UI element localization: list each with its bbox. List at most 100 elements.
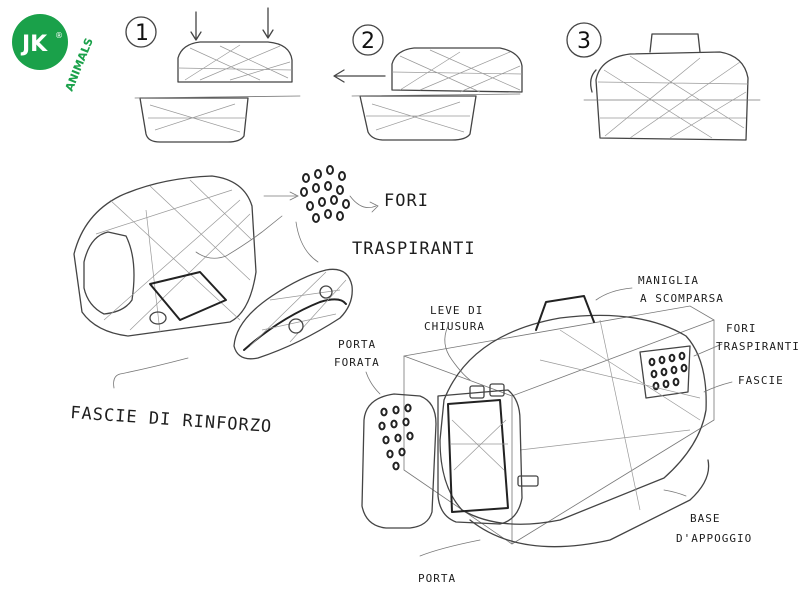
arrow-icon <box>190 11 202 41</box>
hole <box>678 351 686 361</box>
hole <box>326 165 334 175</box>
label-fascie-di-rinforzo: FASCIE DI RINFORZO <box>70 403 273 437</box>
leader-line <box>663 489 687 497</box>
label-porta: PORTA <box>418 572 456 585</box>
carrier-base <box>469 459 710 548</box>
arrow-icon <box>262 7 274 39</box>
leader-line <box>595 287 633 301</box>
strap-knob <box>319 285 333 299</box>
strap-band <box>243 298 347 351</box>
hole <box>338 171 346 181</box>
perspective-box <box>403 305 715 545</box>
step-1-circle <box>125 16 157 48</box>
hole <box>312 213 320 223</box>
hole <box>652 381 660 391</box>
hole <box>330 195 338 205</box>
reinforcement-strap-sketch <box>113 268 353 389</box>
label-fori-right-1: FORI <box>726 322 757 335</box>
hole <box>300 187 308 197</box>
label-maniglia-2: A SCOMPARSA <box>640 292 724 305</box>
door-hatch <box>450 419 508 471</box>
leader-line <box>113 357 189 389</box>
step-2-sketch: 2 <box>333 24 523 141</box>
hole <box>672 377 680 387</box>
leader-line <box>295 221 319 263</box>
base-shape <box>139 97 249 143</box>
label-fascie: FASCIE <box>738 374 784 387</box>
logo-mark: JK <box>20 32 48 57</box>
perspective-edges <box>403 319 715 545</box>
logo-circle <box>12 14 68 70</box>
latch-lever <box>469 385 485 399</box>
label-leve-2: CHIUSURA <box>424 320 485 333</box>
hole <box>658 355 666 365</box>
label-base-1: BASE <box>690 512 721 525</box>
label-fori-top-2: TRASPIRANTI <box>352 239 476 259</box>
step-1-sketch: 1 <box>125 7 301 143</box>
hole <box>394 433 402 443</box>
label-fori-right-2: TRASPIRANTI <box>716 340 800 353</box>
step-2-circle <box>352 24 384 56</box>
base-rim <box>134 95 301 99</box>
carrier-hatch <box>597 55 749 139</box>
door-holes <box>378 403 414 471</box>
base-rim <box>351 93 521 97</box>
leader-line <box>703 381 733 393</box>
carrier-hatch <box>95 179 253 333</box>
step-3-circle <box>566 22 602 58</box>
carrier-body <box>439 314 707 525</box>
carrier-shape <box>595 51 749 141</box>
hole <box>398 447 406 457</box>
hole <box>662 379 670 389</box>
latch-lever <box>517 475 539 487</box>
hole <box>306 201 314 211</box>
carrier-front-sketch <box>73 175 283 337</box>
strap-knob <box>288 318 304 334</box>
arrow-icon <box>349 195 379 213</box>
step-1-number: 1 <box>135 21 149 46</box>
lid-hatch <box>391 49 523 93</box>
hole <box>668 353 676 363</box>
breathing-holes-cluster <box>263 165 379 263</box>
label-porta-forata-1: PORTA <box>338 338 376 351</box>
door-frame <box>437 389 523 525</box>
leader-line <box>693 343 723 357</box>
vent-holes <box>648 351 688 391</box>
arrow-icon <box>263 191 299 201</box>
latch-lever <box>489 383 505 397</box>
label-leve-1: LEVE DI <box>430 304 483 317</box>
base-hatch <box>366 101 470 133</box>
hole <box>670 365 678 375</box>
lid-shape <box>177 41 293 83</box>
hole <box>650 369 658 379</box>
hole <box>660 367 668 377</box>
strap-outline <box>233 268 353 360</box>
base-hatch <box>148 103 246 133</box>
leader-line <box>419 539 481 557</box>
step-3-sketch: 3 <box>566 22 761 141</box>
lid-hatch <box>177 44 293 81</box>
strap-hatch <box>519 319 701 511</box>
latch-knob <box>149 311 167 325</box>
hole <box>378 421 386 431</box>
hole <box>342 199 350 209</box>
hole <box>406 431 414 441</box>
hole <box>402 417 410 427</box>
holes-grid <box>300 165 350 223</box>
carrier-latch <box>590 69 597 93</box>
hole <box>302 173 310 183</box>
hole <box>382 435 390 445</box>
hole <box>392 461 400 471</box>
hole <box>312 183 320 193</box>
arrow-icon <box>333 69 386 83</box>
vent-panel <box>639 345 691 399</box>
leader-line <box>195 215 283 259</box>
label-porta-forata-2: FORATA <box>334 356 380 369</box>
leader-line <box>365 371 381 395</box>
hole <box>336 185 344 195</box>
step-3-number: 3 <box>577 29 591 54</box>
hole <box>314 169 322 179</box>
strap-hatch <box>249 271 347 347</box>
hole <box>324 181 332 191</box>
